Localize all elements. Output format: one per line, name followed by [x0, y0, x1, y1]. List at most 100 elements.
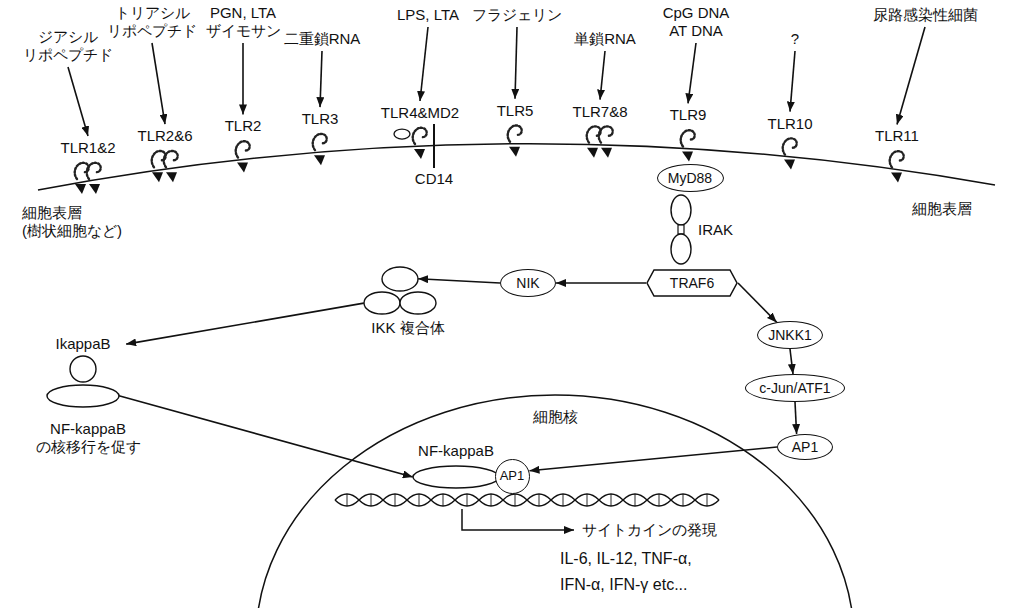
signal-arrow [530, 447, 778, 471]
annotation-text: 単鎖RNA [560, 30, 650, 48]
receptor-ectodomain [413, 128, 427, 144]
signal-arrow [418, 279, 500, 283]
node-label: TLR2 [225, 117, 262, 135]
node-label: IkappaB [55, 335, 110, 353]
receptor-ectodomain [890, 151, 904, 167]
receptor-ectodomain [236, 141, 250, 157]
transcription-factor-circle: AP1 [495, 459, 530, 494]
ligand-arrow [420, 27, 428, 101]
dna-base-pairs [347, 494, 707, 506]
node-label: c-Jun/ATF1 [759, 379, 830, 397]
ligand-arrow [242, 43, 244, 114]
nfkappab-protein [413, 466, 499, 488]
node-label: JNKK1 [768, 326, 812, 344]
label-box: LPS, LTA [388, 6, 468, 24]
node-label: TRAF6 [670, 274, 714, 292]
signal-protein-ellipse: c-Jun/ATF1 [745, 374, 845, 402]
signal-arrow [556, 282, 646, 284]
label-box: 尿路感染性細菌 [865, 6, 985, 24]
receptor-tir-domain [587, 148, 598, 158]
receptor-tir-domain [152, 172, 163, 182]
hexagon-outline [647, 270, 737, 296]
node-label: TLR3 [302, 110, 339, 128]
annotation-text: ? [785, 30, 805, 48]
receptor-ectodomain [313, 134, 327, 150]
annotation-text: CpG DNA AT DNA [659, 4, 733, 40]
label-box: 単鎖RNA [560, 30, 650, 48]
receptor-ectodomain [87, 163, 101, 179]
annotation-text: ジアシル リポペプチド [20, 28, 116, 64]
annotation-text: LPS, LTA [388, 6, 468, 24]
toll-like-receptor: TLR3 [300, 110, 341, 128]
annotation-text: IL-6, IL-12, TNF-α, IFN-α, IFN-γ etc... [560, 546, 720, 598]
label-box: トリアシル リポペプチド [104, 4, 200, 40]
label-box: CpG DNA AT DNA [659, 4, 733, 40]
ligand-arrow [897, 27, 925, 124]
toll-like-receptor: TLR5 [495, 102, 536, 120]
receptor-ectodomain [508, 125, 522, 141]
label-box: IL-6, IL-12, TNF-α, IFN-α, IFN-γ etc... [560, 546, 720, 598]
annotation-text: 細胞表層 [912, 200, 992, 218]
node-label: IRAK [698, 221, 733, 239]
ikk-subunit [400, 292, 436, 314]
inhibitor-complex: IkappaB [35, 335, 131, 411]
receptor-tir-domain [682, 151, 693, 161]
receptor-tir-domain [891, 172, 902, 182]
node-label: AP1 [500, 467, 525, 485]
receptor-tir-domain [166, 172, 177, 182]
label-box: 二重鎖RNA [277, 30, 367, 48]
receptor-tir-domain [509, 147, 520, 157]
ligand-arrow [600, 51, 605, 100]
ikappab-protein [70, 356, 96, 382]
node-label: TLR7&8 [572, 103, 627, 121]
ligand-arrow [790, 51, 795, 112]
dna-strand [335, 494, 719, 506]
node-label: MyD88 [668, 169, 712, 187]
annotation-text: サイトカインの発現 [582, 521, 752, 539]
kinase-domain [671, 234, 691, 264]
annotation-text: フラジェリン [467, 6, 567, 24]
linker [678, 225, 684, 234]
annotation-text: NF-kappaB の核移行を促す [26, 420, 150, 456]
signal-protein-hexagon: TRAF6 [646, 269, 738, 297]
signal-protein-ellipse: NIK [500, 269, 556, 297]
annotation-text: トリアシル リポペプチド [104, 4, 200, 40]
annotation-text: 尿路感染性細菌 [865, 6, 985, 24]
label-box: 細胞表層 [912, 200, 992, 218]
receptor-ectodomain [681, 130, 695, 146]
annotation-text: CD14 [409, 170, 459, 188]
annotation-text: 細胞表層 (樹状細胞など) [22, 204, 142, 240]
ligand-arrow [152, 43, 165, 124]
ikk-subunit [382, 267, 418, 291]
expression-arrow [462, 509, 574, 530]
toll-like-receptor: TLR2&6 [135, 127, 194, 145]
toll-like-receptor: TLR7&8 [570, 103, 629, 121]
toll-like-receptor: TLR10 [765, 115, 814, 133]
node-label: TLR5 [497, 102, 534, 120]
node-label: NF-kappaB [418, 442, 494, 460]
md2-protein [394, 129, 410, 139]
node-label: AP1 [792, 438, 818, 456]
kinase-complex: IRAK [668, 193, 740, 267]
cell-nucleus: 細胞核 NF-kappaB AP1 [255, 394, 855, 608]
cd14-anchor [433, 124, 435, 168]
signal-arrow [119, 396, 413, 477]
receptor-tir-domain [414, 149, 425, 159]
ligand-arrow [68, 67, 88, 136]
label-box: 細胞表層 (樹状細胞など) [22, 204, 142, 240]
receptor-tir-domain [89, 184, 100, 194]
node-label: 細胞核 [533, 408, 578, 426]
node-label: TLR2&6 [137, 127, 192, 145]
ligand-arrow [688, 43, 696, 103]
kinase-domain [671, 195, 691, 225]
node-label: NIK [516, 274, 539, 292]
node-label: TLR11 [875, 127, 919, 145]
node-label: TLR9 [670, 106, 707, 124]
label-box: NF-kappaB の核移行を促す [26, 420, 150, 456]
node-label: IKK 複合体 [371, 319, 444, 337]
label-box: PGN, LTA ザイモサン [201, 4, 285, 40]
toll-like-receptor: TLR2 [223, 117, 264, 135]
label-box: サイトカインの発現 [582, 521, 752, 539]
